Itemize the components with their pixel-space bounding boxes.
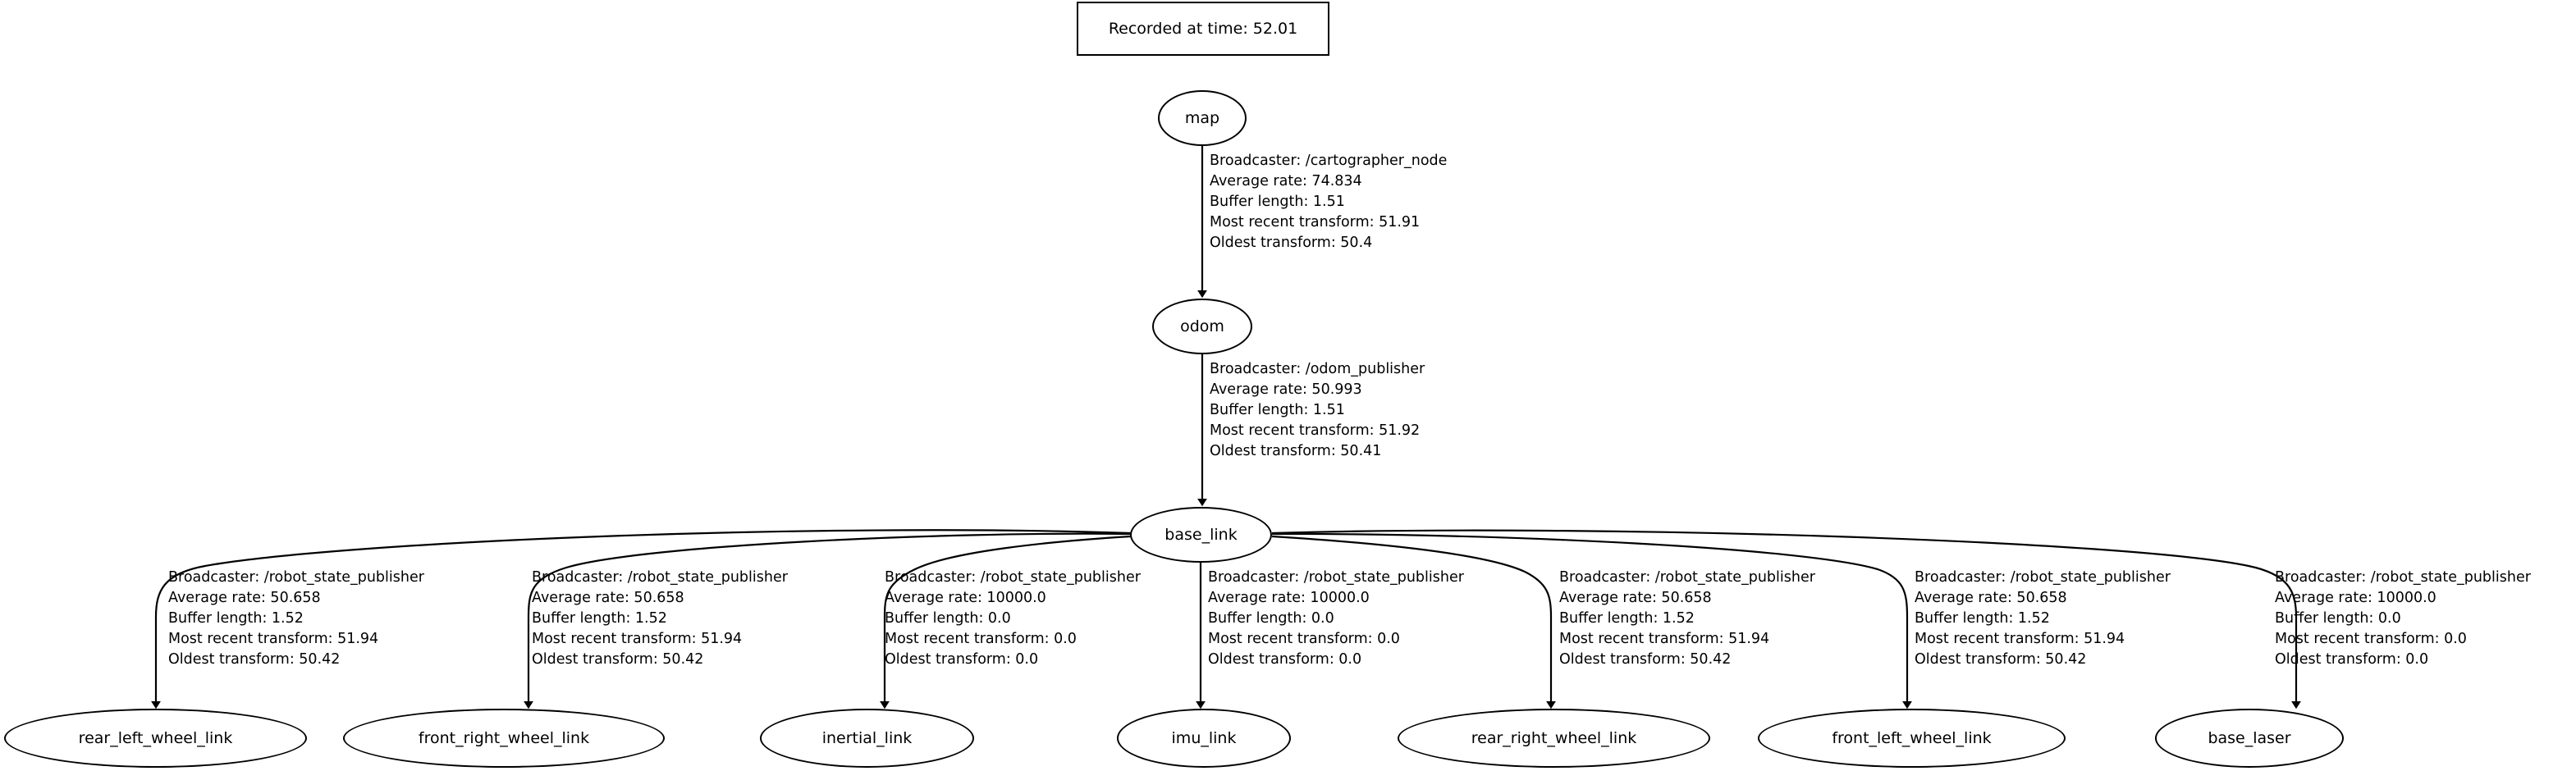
edge-broadcaster: Broadcaster: /odom_publisher [1210,361,1425,377]
node-front_right_wheel_link-label: front_right_wheel_link [418,728,590,747]
edge-label-odom-base_link: Broadcaster: /odom_publisher Average rat… [1210,359,1425,462]
edge-broadcaster: Broadcaster: /robot_state_publisher [1915,569,2171,586]
node-front_left_wheel_link[interactable]: front_left_wheel_link [1758,709,2066,768]
edge-oldest-transform: Oldest transform: 0.0 [885,651,1039,668]
edge-average-rate: Average rate: 10000.0 [2275,590,2436,606]
edge-most-recent-transform: Most recent transform: 0.0 [885,631,1077,647]
edge-broadcaster: Broadcaster: /robot_state_publisher [1559,569,1815,586]
edge-most-recent-transform: Most recent transform: 51.92 [1210,422,1421,439]
node-front_right_wheel_link[interactable]: front_right_wheel_link [343,709,665,768]
edge-label-base_link-imu_link: Broadcaster: /robot_state_publisher Aver… [1208,568,1464,670]
node-map[interactable]: map [1158,90,1247,146]
edge-broadcaster: Broadcaster: /robot_state_publisher [532,569,788,586]
node-inertial_link-label: inertial_link [821,728,913,747]
edge-oldest-transform: Oldest transform: 50.42 [1559,651,1732,668]
node-base_link[interactable]: base_link [1130,507,1272,563]
edge-broadcaster: Broadcaster: /robot_state_publisher [885,569,1141,586]
node-rear_right_wheel_link-label: rear_right_wheel_link [1471,728,1637,747]
edge-most-recent-transform: Most recent transform: 51.94 [1915,631,2125,647]
edge-oldest-transform: Oldest transform: 50.42 [532,651,704,668]
edge-buffer-length: Buffer length: 1.51 [1210,402,1345,418]
edge-buffer-length: Buffer length: 1.51 [1210,194,1345,210]
edge-broadcaster: Broadcaster: /cartographer_node [1210,153,1448,169]
edge-label-base_link-inertial_link: Broadcaster: /robot_state_publisher Aver… [885,568,1141,670]
edge-label-base_link-front_right_wheel_link: Broadcaster: /robot_state_publisher Aver… [532,568,788,670]
edge-label-base_link-rear_right_wheel_link: Broadcaster: /robot_state_publisher Aver… [1559,568,1815,670]
edge-buffer-length: Buffer length: 0.0 [2275,610,2401,627]
edge-label-map-odom: Broadcaster: /cartographer_node Average … [1210,151,1447,253]
node-odom[interactable]: odom [1152,299,1252,354]
edge-most-recent-transform: Most recent transform: 51.94 [168,631,379,647]
edge-oldest-transform: Oldest transform: 50.42 [1915,651,2087,668]
edge-broadcaster: Broadcaster: /robot_state_publisher [2275,569,2531,586]
edge-oldest-transform: Oldest transform: 0.0 [2275,651,2429,668]
recorded-at-time-label: Recorded at time: 52.01 [1108,19,1298,38]
edge-oldest-transform: Oldest transform: 50.41 [1210,443,1382,459]
edge-most-recent-transform: Most recent transform: 0.0 [1208,631,1400,647]
node-map-label: map [1184,108,1220,127]
edge-average-rate: Average rate: 50.658 [1559,590,1712,606]
edge-oldest-transform: Oldest transform: 50.4 [1210,235,1373,251]
edge-average-rate: Average rate: 50.993 [1210,381,1362,398]
edge-buffer-length: Buffer length: 0.0 [1208,610,1334,627]
edge-buffer-length: Buffer length: 0.0 [885,610,1011,627]
node-inertial_link[interactable]: inertial_link [760,709,974,768]
node-front_left_wheel_link-label: front_left_wheel_link [1832,728,1992,747]
edge-average-rate: Average rate: 50.658 [1915,590,2067,606]
edge-most-recent-transform: Most recent transform: 0.0 [2275,631,2467,647]
node-base_laser-label: base_laser [2208,728,2291,747]
edge-buffer-length: Buffer length: 1.52 [1559,610,1695,627]
edge-buffer-length: Buffer length: 1.52 [1915,610,2050,627]
edge-most-recent-transform: Most recent transform: 51.94 [1559,631,1770,647]
edge-broadcaster: Broadcaster: /robot_state_publisher [168,569,424,586]
recorded-at-time-box: Recorded at time: 52.01 [1077,2,1329,56]
edge-broadcaster: Broadcaster: /robot_state_publisher [1208,569,1464,586]
node-imu_link-label: imu_link [1171,728,1237,747]
node-rear_left_wheel_link-label: rear_left_wheel_link [78,728,233,747]
node-imu_link[interactable]: imu_link [1117,709,1291,768]
node-rear_left_wheel_link[interactable]: rear_left_wheel_link [4,709,307,768]
edge-average-rate: Average rate: 50.658 [532,590,684,606]
node-odom-label: odom [1180,317,1224,335]
node-base_link-label: base_link [1164,525,1238,544]
edge-oldest-transform: Oldest transform: 0.0 [1208,651,1362,668]
edge-buffer-length: Buffer length: 1.52 [532,610,667,627]
edge-oldest-transform: Oldest transform: 50.42 [168,651,341,668]
edge-average-rate: Average rate: 74.834 [1210,173,1362,189]
edge-average-rate: Average rate: 10000.0 [885,590,1046,606]
node-base_laser[interactable]: base_laser [2155,709,2344,768]
node-rear_right_wheel_link[interactable]: rear_right_wheel_link [1398,709,1710,768]
edge-label-base_link-base_laser: Broadcaster: /robot_state_publisher Aver… [2275,568,2531,670]
edge-label-base_link-front_left_wheel_link: Broadcaster: /robot_state_publisher Aver… [1915,568,2171,670]
edge-most-recent-transform: Most recent transform: 51.91 [1210,214,1421,230]
edge-buffer-length: Buffer length: 1.52 [168,610,304,627]
edge-average-rate: Average rate: 10000.0 [1208,590,1370,606]
edge-most-recent-transform: Most recent transform: 51.94 [532,631,743,647]
edge-average-rate: Average rate: 50.658 [168,590,321,606]
edge-label-base_link-rear_left_wheel_link: Broadcaster: /robot_state_publisher Aver… [168,568,424,670]
